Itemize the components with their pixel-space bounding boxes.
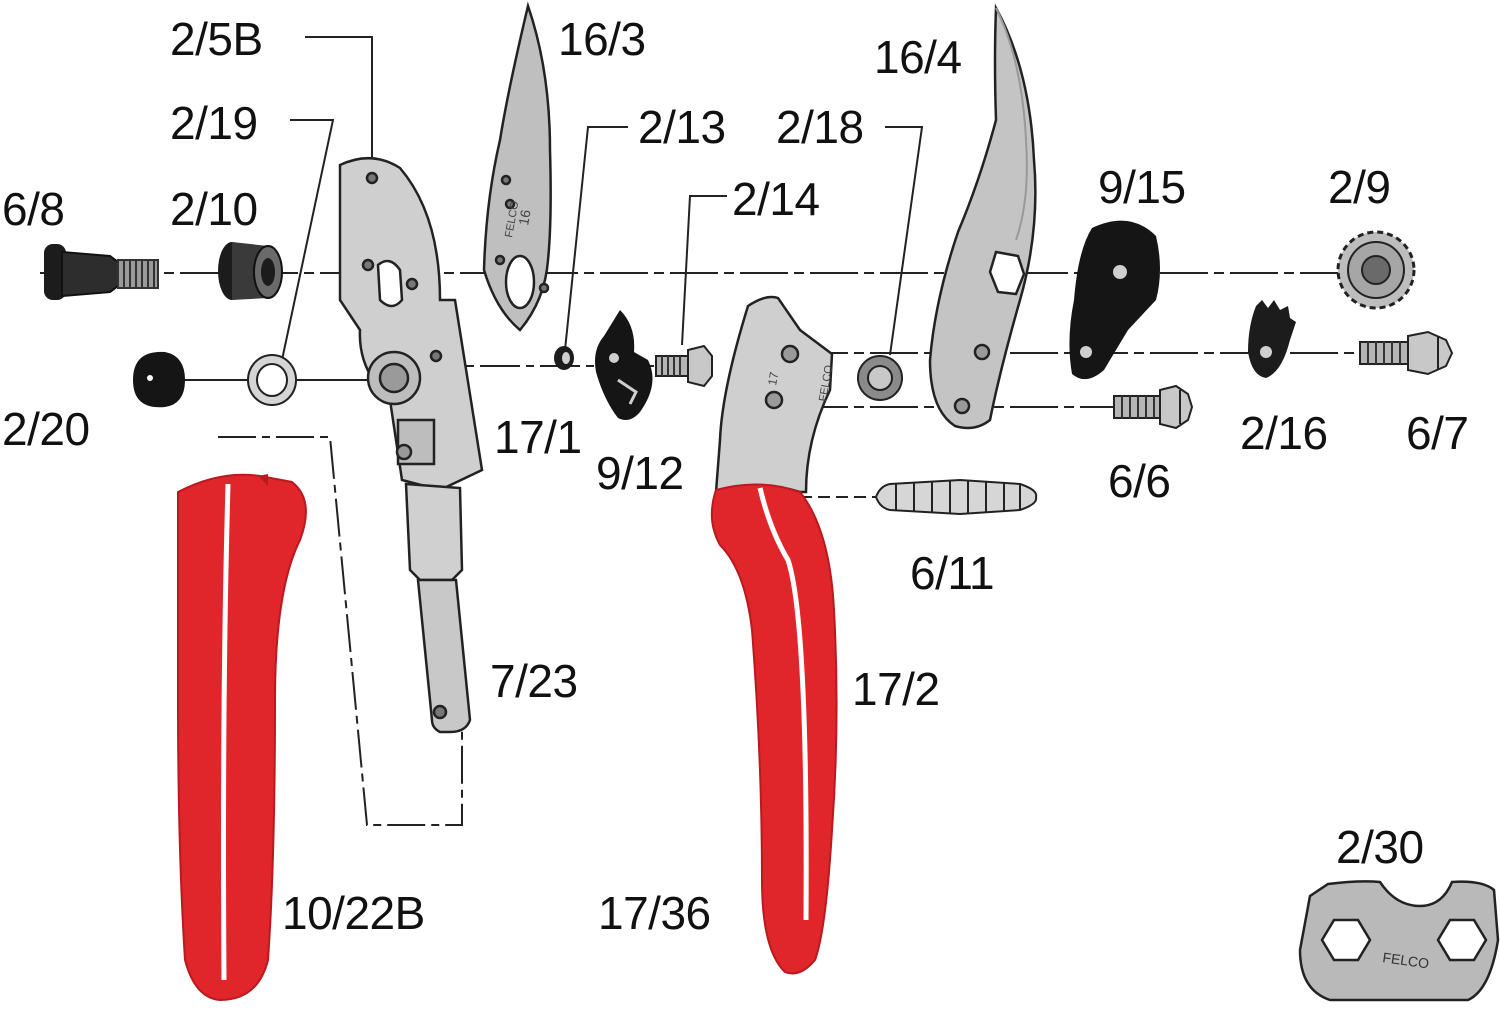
label-2-5b: 2/5B — [170, 13, 263, 65]
label-2-13: 2/13 — [638, 101, 726, 153]
label-6-6: 6/6 — [1108, 455, 1171, 507]
label-17-1: 17/1 — [494, 411, 582, 463]
label-2-10: 2/10 — [170, 183, 258, 235]
label-16-3: 16/3 — [558, 13, 646, 65]
handle-cover-17-36 — [710, 483, 838, 975]
engraving-number-17-2: 17 — [765, 371, 781, 387]
bushing-2-10 — [218, 242, 283, 300]
engraving-number-16-3: 16 — [515, 208, 533, 226]
cutting-blade-16-4 — [928, 3, 1037, 430]
label-9-12: 9/12 — [596, 447, 684, 499]
handle-core-7-23 — [404, 482, 472, 734]
label-10-22b: 10/22B — [282, 887, 425, 939]
label-6-7: 6/7 — [1406, 407, 1469, 459]
lower-blade-body-2-5b — [338, 156, 484, 492]
cap-2-20 — [133, 351, 185, 408]
washer-2-13 — [554, 346, 574, 370]
plate-9-15 — [1069, 220, 1160, 380]
ring-2-19 — [247, 354, 297, 406]
anvil-blade-16-3: FELCO 16 — [482, 1, 552, 332]
label-16-4: 16/4 — [874, 31, 962, 83]
label-2-20: 2/20 — [2, 403, 90, 455]
screw-6-6 — [1113, 384, 1194, 430]
label-2-18: 2/18 — [776, 101, 864, 153]
label-2-9: 2/9 — [1328, 161, 1391, 213]
upper-handle-17-2: 17 FELCO — [714, 295, 835, 494]
screw-6-7 — [1359, 330, 1454, 376]
label-6-11: 6/11 — [910, 547, 995, 599]
lever-17-1 — [595, 310, 653, 420]
gear-nut-2-9 — [1336, 230, 1416, 310]
nut-2-18 — [857, 355, 903, 401]
handle-cover-10-22b — [177, 473, 307, 1002]
label-17-2: 17/2 — [852, 663, 940, 715]
toothed-catch-2-16 — [1248, 300, 1296, 378]
label-2-16: 2/16 — [1240, 407, 1328, 459]
wrench-2-30: FELCO — [1298, 880, 1500, 1002]
label-6-8: 6/8 — [2, 183, 65, 235]
label-9-15: 9/15 — [1098, 161, 1186, 213]
label-2-14: 2/14 — [732, 173, 820, 225]
bolt-6-8 — [44, 244, 159, 300]
label-17-36: 17/36 — [598, 887, 711, 939]
engraving-brand-2-30: FELCO — [1382, 949, 1431, 971]
label-2-30: 2/30 — [1336, 821, 1424, 873]
screw-2-14 — [655, 344, 713, 388]
spring-6-11 — [874, 478, 1038, 516]
label-7-23: 7/23 — [490, 655, 578, 707]
label-2-19: 2/19 — [170, 97, 258, 149]
